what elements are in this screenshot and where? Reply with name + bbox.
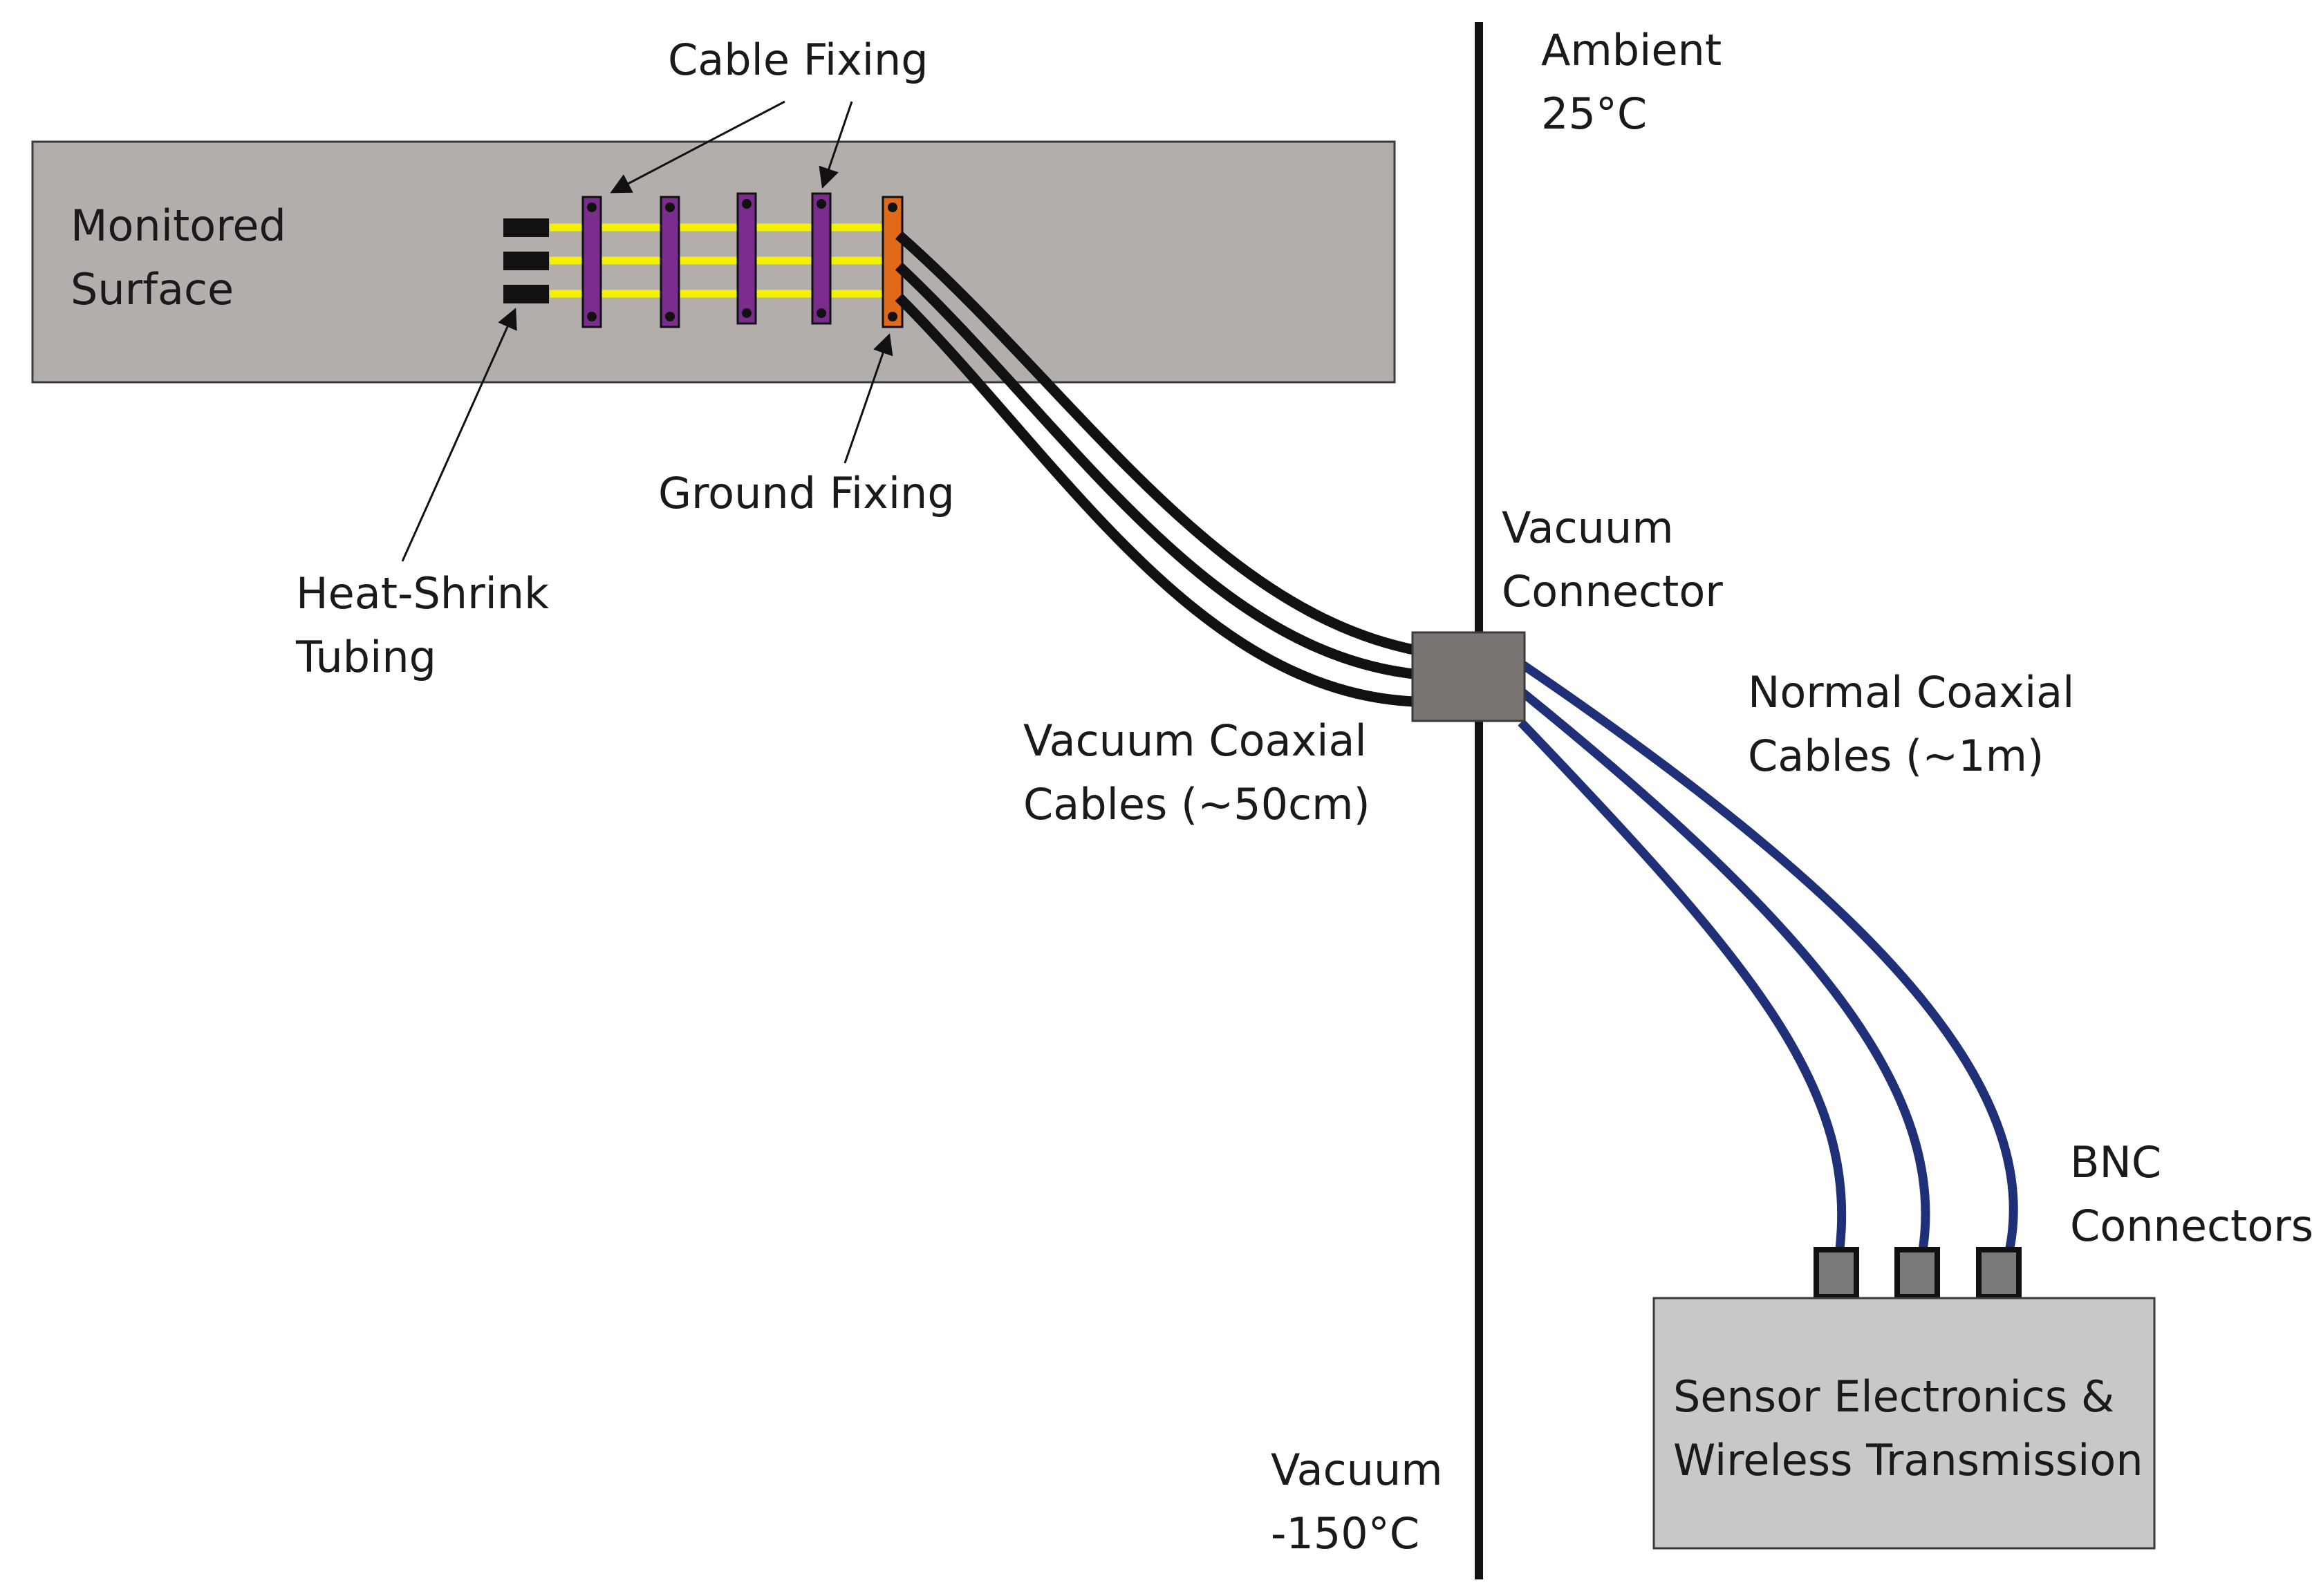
normal-coaxial-cables [1518,659,2018,1256]
arrow-heat-shrink [401,308,517,562]
normal-coaxial-label: Normal Coaxial [1748,667,2074,717]
vacuum-coaxial-label-2: Cables (~50cm) [1023,779,1370,829]
monitored-surface-label: Monitored [71,200,286,251]
cable-fixing-2 [660,196,680,328]
electronics-label-2: Wireless Transmission [1673,1435,2143,1485]
cable-fixing-label: Cable Fixing [668,35,929,85]
vacuum-coaxial-label: Vacuum Coaxial [1023,715,1367,766]
vacuum-connector-label: Vacuum [1502,503,1674,553]
monitored-surface-label-2: Surface [71,264,234,314]
cable-fixings [581,192,832,328]
cable-fixing-3 [736,192,757,325]
heat-shrink-tube-icon [503,218,549,303]
sensor-electronics-box [1652,1297,2156,1550]
arrow-cable-fixing-2 [819,101,853,189]
cable-fixing-1 [581,196,602,328]
ambient-label: Ambient [1541,25,1722,75]
normal-coaxial-label-2: Cables (~1m) [1748,731,2044,781]
bnc-connectors-label-2: Connectors [2070,1201,2313,1251]
ambient-temperature-label: 25°C [1541,88,1647,139]
arrow-ground-fixing [843,333,893,464]
bnc-connector-icon [1814,1247,2022,1299]
sensor-wires [550,223,892,298]
arrow-icon [401,100,893,562]
ground-fixing-label: Ground Fixing [658,468,955,518]
heat-shrink-label: Heat-Shrink [296,568,549,619]
vacuum-connector-label-2: Connector [1502,566,1723,617]
vacuum-coaxial-cables [895,231,1415,707]
heat-shrink-label-2: Tubing [295,632,436,682]
cable-fixing-4 [811,192,832,325]
vacuum-region-label: Vacuum [1271,1445,1443,1495]
vacuum-connector [1411,631,1526,722]
arrow-cable-fixing-1 [610,100,785,194]
ground-fixing [882,196,904,328]
bnc-connectors-label: BNC [2070,1137,2161,1187]
electronics-label: Sensor Electronics & [1673,1371,2114,1422]
vacuum-temperature-label: -150°C [1271,1508,1419,1559]
